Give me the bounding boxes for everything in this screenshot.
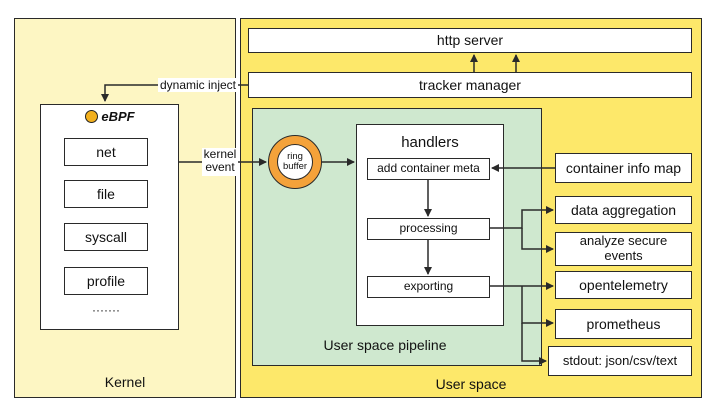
arrow-to-prometheus [521, 286, 554, 327]
ring-buffer-label: ring buffer [277, 144, 313, 180]
tracker-manager-box: tracker manager [248, 72, 692, 98]
dynamic-inject-label: dynamic inject [159, 78, 237, 92]
handler-exporting: exporting [367, 276, 490, 298]
ebpf-item-syscall: syscall [64, 223, 148, 251]
ebpf-item-label: file [97, 185, 115, 202]
ebpf-item-net: net [64, 138, 148, 166]
output-label: analyze secure events [579, 233, 668, 263]
handlers-title: handlers [401, 133, 459, 151]
ebpf-logo: eBPF [80, 107, 140, 125]
user-space-label: User space [435, 376, 507, 392]
kernel-event-label: kernel event [203, 147, 237, 175]
ebpf-item-profile: profile [64, 267, 148, 295]
handler-label: processing [399, 221, 458, 236]
output-label: opentelemetry [579, 276, 668, 293]
handler-label: add container meta [377, 161, 480, 176]
ebpf-item-label: profile [86, 272, 126, 289]
arrow-to-stdout [521, 323, 547, 365]
bee-icon [85, 109, 99, 123]
http-server-box: http server [248, 28, 692, 53]
output-label: prometheus [586, 315, 661, 332]
ebpf-more: ······· [92, 303, 120, 317]
container-info-map-box: container info map [555, 153, 692, 183]
arrow-to-data-aggregation [490, 206, 554, 229]
output-prometheus: prometheus [555, 309, 692, 339]
output-data-aggregation: data aggregation [555, 196, 692, 224]
output-stdout: stdout: json/csv/text [548, 346, 692, 376]
arrow-to-analyze [521, 228, 554, 253]
kernel-label: Kernel [104, 374, 146, 390]
ebpf-item-file: file [64, 180, 148, 208]
handler-label: exporting [403, 279, 454, 294]
http-server-label: http server [436, 32, 504, 49]
ebpf-item-label: syscall [84, 228, 127, 245]
pipeline-label: User space pipeline [323, 337, 447, 353]
handler-processing: processing [367, 218, 490, 240]
handler-add-container-meta: add container meta [367, 158, 490, 180]
output-label: stdout: json/csv/text [562, 352, 678, 368]
output-analyze-secure-events: analyze secure events [555, 232, 692, 266]
ebpf-title: eBPF [101, 108, 135, 124]
output-label: data aggregation [570, 201, 677, 218]
container-info-map-label: container info map [565, 159, 682, 176]
ebpf-item-label: net [96, 143, 116, 160]
tracker-manager-label: tracker manager [419, 76, 521, 93]
output-opentelemetry: opentelemetry [555, 271, 692, 299]
